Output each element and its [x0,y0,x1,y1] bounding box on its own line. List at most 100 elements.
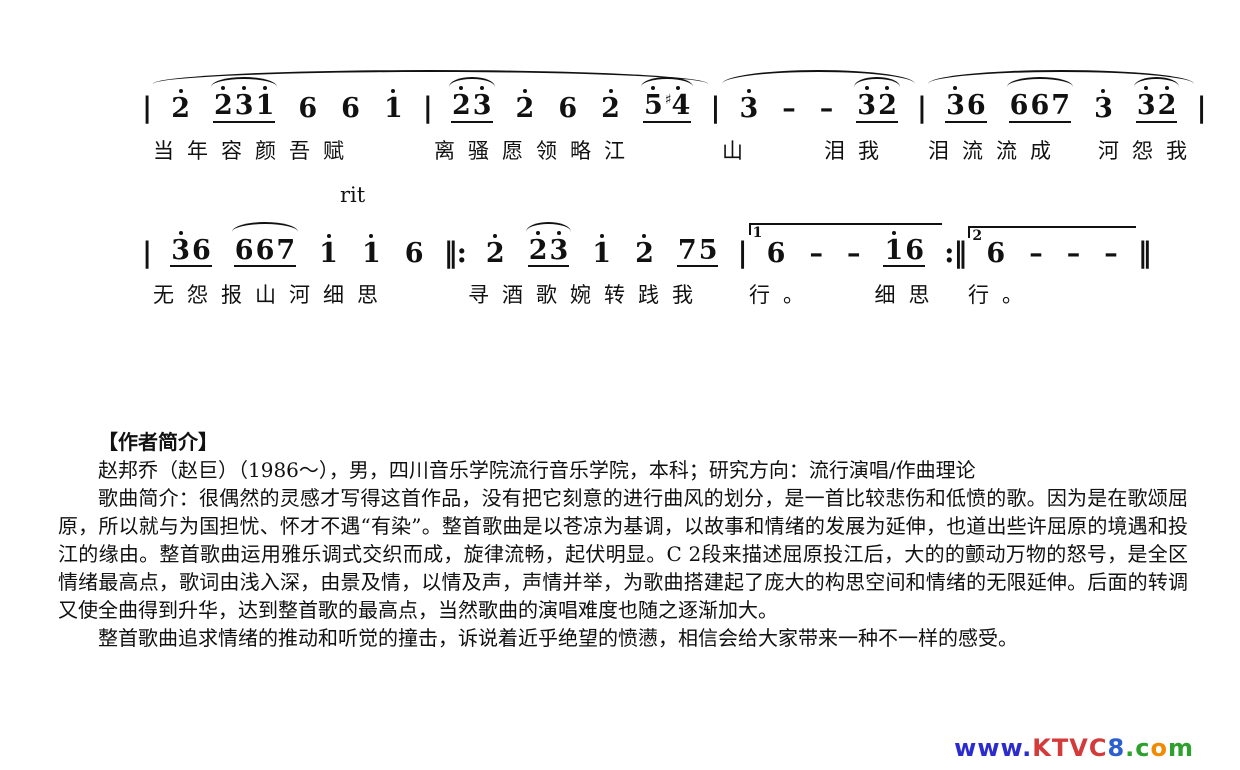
note-digit: 3 [857,90,877,121]
note: 7 [1050,86,1071,120]
note: 2 [170,89,191,123]
note: – [1066,234,1082,268]
beam-group: – [1103,234,1119,268]
volta-number: 2 [972,227,983,244]
note: – [846,234,862,268]
lyrics: 泪流流成 河怨我 [928,138,1200,163]
note: 6 [1029,86,1050,120]
note-group: 6 [557,89,578,123]
note-group: 2 [634,233,655,269]
barline: ‖: [443,235,467,269]
octave-dot [953,86,958,90]
slur-arc [231,221,299,232]
bio-closing-line: 整首歌曲追求情绪的推动和听觉的撞击，诉说着近乎绝望的愤懑，相信会给大家带来一种不… [98,626,1018,650]
note: – [1103,234,1119,268]
note-digit: 3 [739,93,759,124]
lyrics: 行。 [968,283,1036,308]
note-digit: 6 [1009,90,1029,121]
beam-group: 1 [361,233,382,268]
note-digit: – [1104,237,1118,269]
octave-dot [459,86,464,90]
octave-dot [493,233,498,238]
note: 1 [883,230,904,265]
note-group: – [1103,234,1119,268]
note-digit: 2 [635,237,654,269]
note-group: 6 [404,234,425,268]
watermark-segment: o [1150,734,1168,762]
note-group: 2 [515,89,536,123]
note: 6 [766,234,787,268]
note-digit: ♯4 [664,90,691,121]
note-group: 3 [739,89,760,123]
beam-group: 6 [557,89,578,123]
note: 2 [1157,86,1178,120]
tempo-mark: rit [340,182,366,207]
note-digit: – [809,237,823,269]
note-digit: 3 [1136,90,1156,121]
note: 6 [297,89,318,123]
note: 3 [234,86,255,120]
note: 1 [255,86,276,120]
note-digit: – [846,237,861,269]
octave-dot [608,89,613,93]
note-digit: 3 [472,90,492,121]
octave-dot [178,89,183,93]
note: 3 [1136,86,1157,120]
note-digit: 2 [451,90,471,121]
lyrics: 当年容颜吾赋 [153,138,357,163]
octave-dot [885,86,890,90]
note-digit: 6 [234,234,254,266]
beam-group: 1 [383,89,404,123]
note-digit: 2 [171,93,190,124]
note-digit: 2 [1157,90,1177,121]
note-digit: 6 [558,93,578,124]
note: 2 [634,233,655,269]
note: 6 [1009,86,1030,120]
octave-dot [891,230,896,235]
note-digit: – [1066,237,1081,269]
beam-group: 2 [634,233,655,269]
note: 7 [677,231,698,265]
note-group: – [808,234,824,268]
note: 1 [591,233,612,268]
note-digit: 2 [485,237,505,269]
note-digit: 3 [234,90,254,121]
note-digit: – [819,93,834,124]
note: 3 [1093,89,1114,123]
note: 6 [557,89,578,123]
note: – [808,234,824,268]
octave-dot [178,230,183,235]
note-group: – [846,234,862,268]
watermark: www.KTVC8.com [954,734,1194,762]
note-group: 2 [170,89,191,123]
watermark-segment: KTVC [1032,734,1108,762]
beam-group: 2 [515,89,536,123]
note-digit: 6 [1030,90,1050,121]
octave-dot [642,233,647,238]
note-digit: 6 [404,237,424,269]
beam-group: 6 [404,234,425,268]
note: 6 [966,86,987,120]
note-digit: 1 [255,90,275,121]
note-group: 1 [318,233,339,268]
note: 6 [340,89,361,123]
lyrics-row: 无怨报山河细思寻酒歌婉转践我行。 细思行。 [140,279,1100,315]
barline: | [422,91,433,125]
note: 1 [383,89,404,123]
note: 3 [856,86,877,120]
